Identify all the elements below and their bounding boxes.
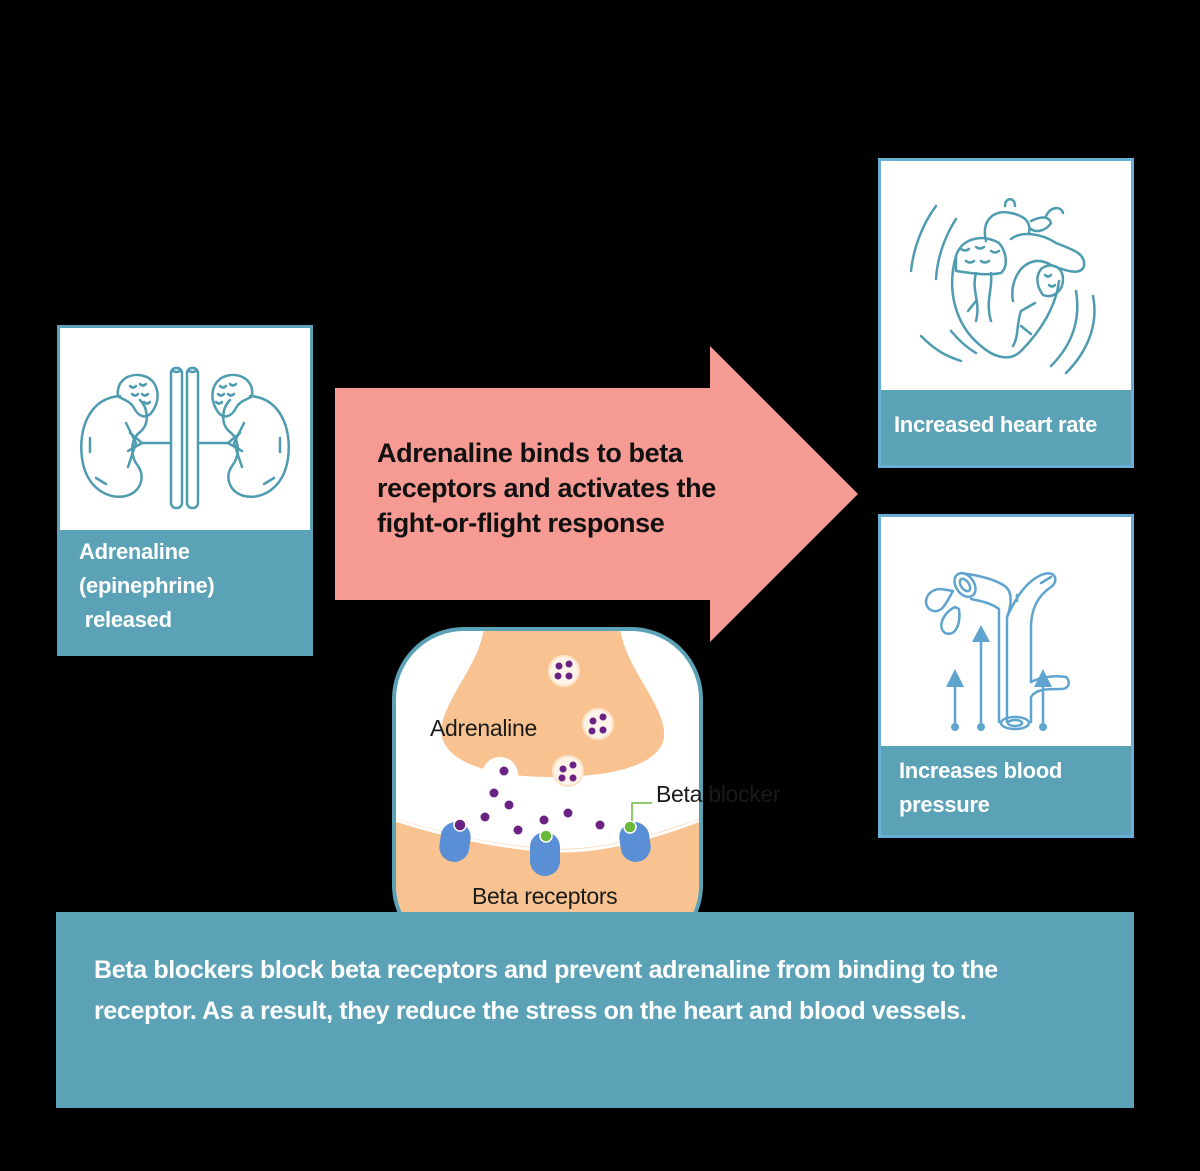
caption-line: Increases blood (899, 758, 1063, 783)
heart-rate-caption: Increased heart rate (878, 408, 1134, 442)
beta-blocker-label: Beta blocker (656, 781, 781, 807)
arrow-description: Adrenaline binds to beta receptors and a… (377, 436, 797, 541)
beta-receptors-label: Beta receptors (472, 883, 618, 909)
adrenaline-release-card: Adrenaline (epinephrine) released (57, 325, 313, 656)
card-illustration (881, 161, 1131, 390)
summary-banner: Beta blockers block beta receptors and p… (56, 912, 1134, 1108)
card-illustration (881, 517, 1131, 746)
caption-line: Increased heart rate (894, 412, 1098, 437)
caption-line: pressure (899, 792, 990, 817)
caption-line: (epinephrine) (79, 573, 215, 598)
kidneys-adrenal-glands-icon (80, 366, 290, 510)
summary-text: Beta blockers block beta receptors and p… (94, 956, 998, 1025)
caption-line: released (79, 607, 172, 632)
arrow-line-1: Adrenaline binds to beta (377, 438, 683, 468)
arrow-line-3: fight-or-flight response (377, 508, 665, 538)
caption-line: Adrenaline (79, 539, 190, 564)
blood-vessel-pressure-icon (924, 571, 1070, 731)
blood-pressure-card: Increases blood pressure (878, 514, 1134, 838)
heart-rate-card: Increased heart rate (878, 158, 1134, 468)
arrow-line-2: receptors and activates the (377, 473, 716, 503)
adrenaline-release-caption: Adrenaline (epinephrine) released (57, 535, 313, 637)
card-illustration (60, 328, 310, 530)
adrenaline-label: Adrenaline (430, 715, 537, 741)
heart-icon (909, 198, 1096, 375)
blood-pressure-caption: Increases blood pressure (878, 754, 1134, 822)
